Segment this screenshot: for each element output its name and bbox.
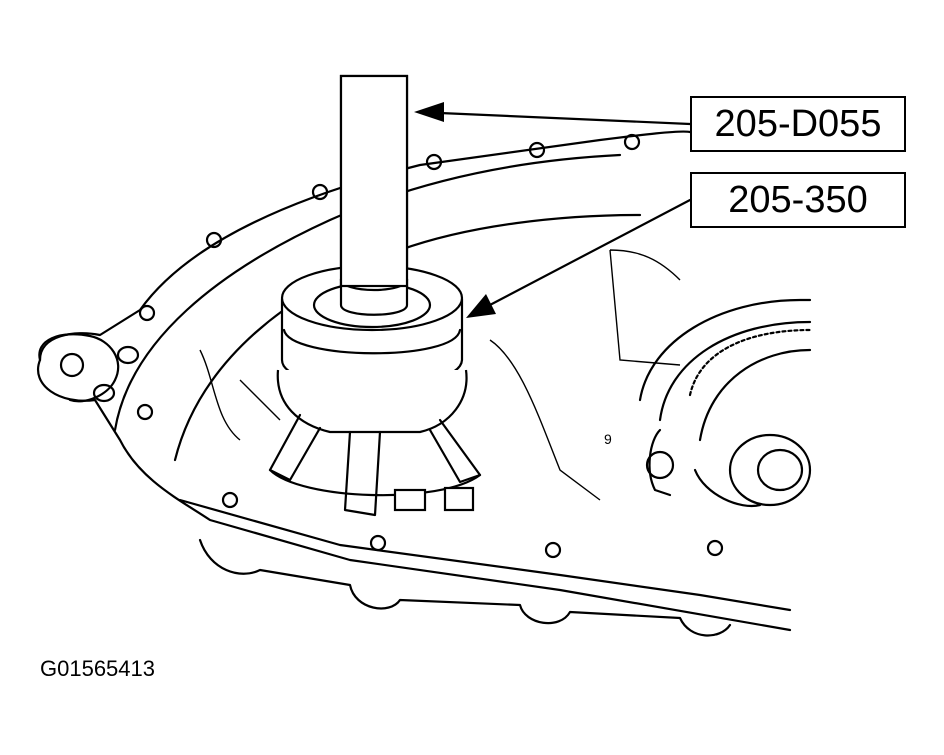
ear-bolt-hole — [59, 352, 85, 378]
ear-boss — [116, 345, 140, 365]
bearing-support — [268, 369, 482, 517]
arrowhead-2 — [466, 294, 496, 318]
flange-bolt-holes — [136, 133, 724, 559]
callout-label: 205-350 — [728, 179, 868, 221]
case-mounting-ear — [38, 333, 120, 403]
tool-callout-205-d055: 205-D055 — [690, 96, 906, 152]
arrowhead-1 — [414, 102, 444, 122]
case-bottom-flange — [178, 498, 792, 637]
tool-callout-205-350: 205-350 — [690, 172, 906, 228]
ring-gear: 9 — [604, 298, 812, 508]
figure-id: G01565413 — [40, 656, 155, 681]
casting-mark: 9 — [604, 431, 612, 447]
installer-rod-front — [339, 74, 409, 288]
case-internal-web — [199, 249, 681, 501]
ear-boss-2 — [92, 383, 116, 403]
leader-line-1 — [438, 111, 692, 126]
callout-label: 205-D055 — [714, 103, 882, 145]
leader-line-2 — [486, 198, 692, 308]
